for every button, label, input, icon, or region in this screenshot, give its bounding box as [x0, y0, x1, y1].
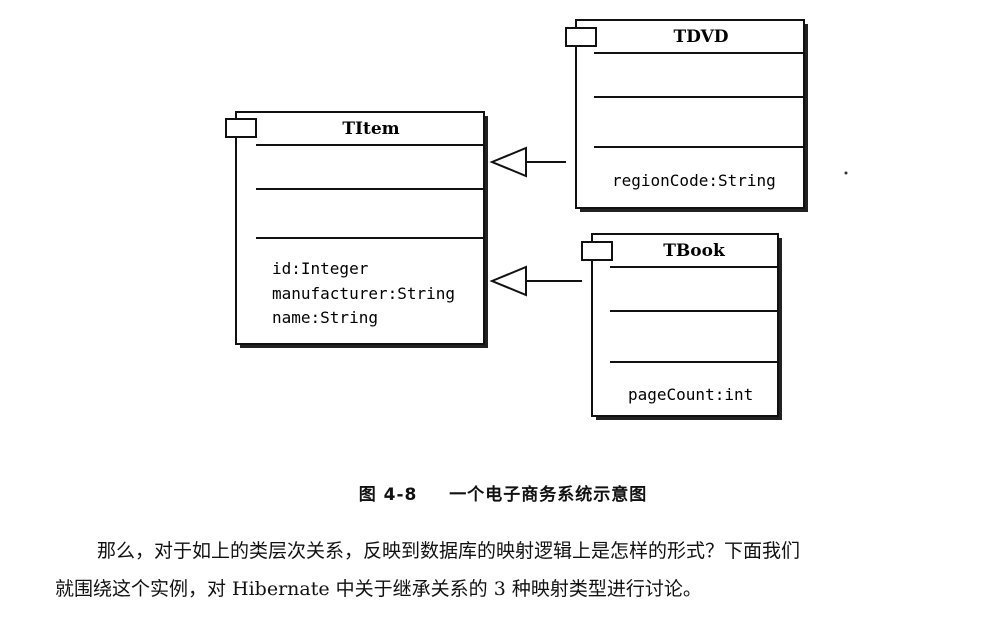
figure-caption: 图 4-8 一个电子商务系统示意图: [0, 480, 1006, 505]
paragraph-line-2: 就围绕这个实例，对 Hibernate 中关于继承关系的 3 种映射类型进行讨论…: [55, 578, 702, 600]
class-tbook: TBook pageCount:int: [581, 233, 782, 420]
uml-class-diagram: TItem id:Integer manufacturer:String nam…: [225, 19, 848, 420]
class-name-tbook: TBook: [663, 241, 726, 261]
attribute-manufacturer: manufacturer:String: [272, 284, 455, 303]
attribute-name: name:String: [272, 308, 378, 327]
inheritance-arrow-tdvd: [489, 146, 566, 178]
class-titem: TItem id:Integer manufacturer:String nam…: [225, 111, 488, 348]
attribute-pagecount: pageCount:int: [628, 385, 753, 404]
attribute-regioncode: regionCode:String: [612, 171, 776, 190]
attribute-id: id:Integer: [272, 259, 369, 278]
figure-number: 图 4-8: [358, 485, 418, 505]
scan-dot: [844, 171, 848, 175]
class-icon: [225, 118, 257, 138]
paragraph-line-1: 那么，对于如上的类层次关系，反映到数据库的映射逻辑上是怎样的形式？下面我们: [97, 540, 801, 562]
body-paragraph: 那么，对于如上的类层次关系，反映到数据库的映射逻辑上是怎样的形式？下面我们 就围…: [55, 532, 995, 608]
class-tdvd: TDVD regionCode:String: [565, 19, 808, 212]
figure-title: 一个电子商务系统示意图: [449, 485, 648, 505]
class-name-titem: TItem: [342, 119, 399, 139]
class-name-tdvd: TDVD: [673, 27, 728, 47]
class-icon: [565, 27, 597, 47]
inheritance-arrow-tbook: [489, 265, 582, 297]
class-icon: [581, 241, 613, 261]
